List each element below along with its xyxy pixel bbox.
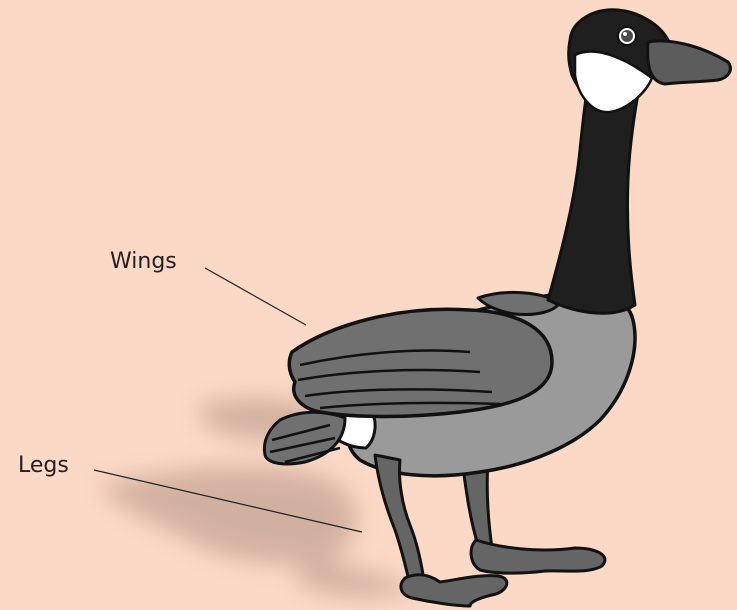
back-foot [471, 540, 605, 573]
label-legs: Legs [18, 453, 69, 478]
wing [289, 309, 552, 416]
beak [648, 41, 731, 84]
back-leg [462, 460, 605, 573]
front-foot [401, 575, 507, 606]
label-wings: Wings [110, 249, 177, 274]
leader-line-wings [205, 268, 306, 325]
head [569, 10, 731, 112]
label-wings-group: Wings [110, 249, 306, 325]
